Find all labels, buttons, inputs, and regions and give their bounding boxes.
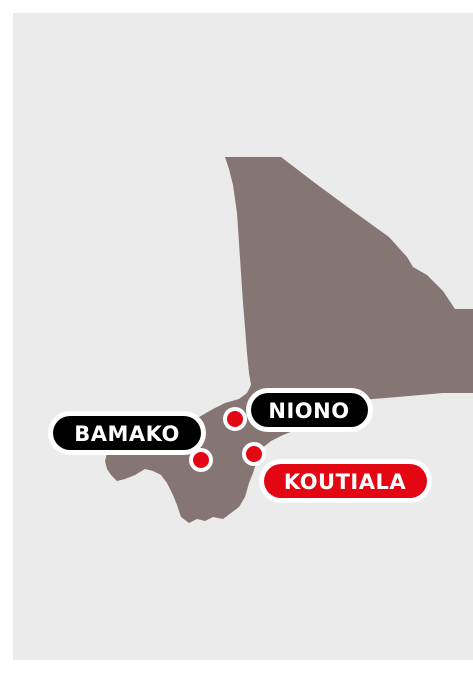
city-label-bamako-text: BAMAKO xyxy=(74,422,180,446)
city-label-bamako[interactable]: BAMAKO xyxy=(48,411,206,455)
city-marker-niono[interactable] xyxy=(223,407,247,431)
city-marker-bamako[interactable] xyxy=(189,448,213,472)
city-label-niono[interactable]: NIONO xyxy=(246,388,373,432)
map-canvas: BAMAKO NIONO KOUTIALA xyxy=(48,157,473,523)
city-label-koutiala[interactable]: KOUTIALA xyxy=(259,459,432,503)
city-label-niono-text: NIONO xyxy=(268,399,349,423)
map-panel: BAMAKO NIONO KOUTIALA xyxy=(13,13,473,660)
city-marker-koutiala[interactable] xyxy=(242,442,266,466)
city-label-koutiala-text: KOUTIALA xyxy=(284,470,407,494)
